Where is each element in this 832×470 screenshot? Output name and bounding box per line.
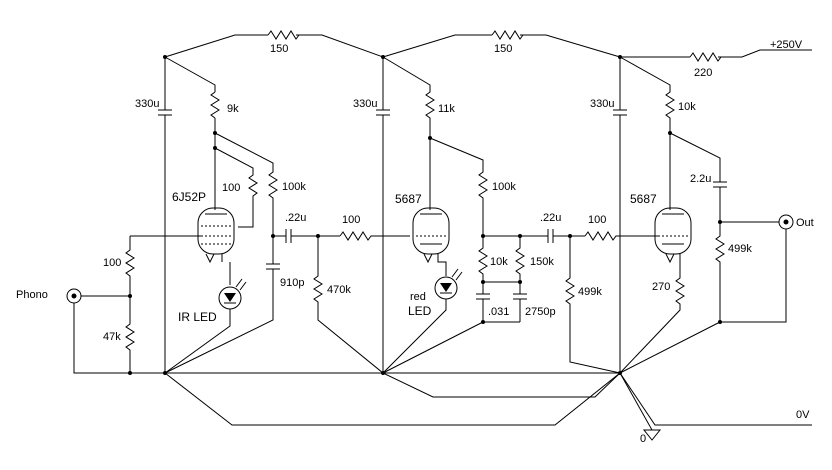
stage3-tube-label: 5687 <box>630 192 657 206</box>
stage2-riaa-r1-label: 10k <box>490 256 508 268</box>
stage1-input-resistor <box>125 236 135 298</box>
stage1-cap-910p <box>164 236 280 374</box>
stage1-tube <box>197 207 235 264</box>
stage1-feedback-resistor <box>214 147 258 228</box>
ground-symbol-label: 0 <box>640 433 646 445</box>
stage3-plate-r-label: 10k <box>678 101 696 113</box>
stage1-led-label: IR LED <box>178 310 217 324</box>
supply-label: +250V <box>770 39 803 51</box>
stage3-out-c-label: 2.2u <box>690 173 711 185</box>
stage3-plate-resistor <box>619 56 675 210</box>
stage3-grid-resistor <box>584 231 660 241</box>
stage3-decoupling-cap <box>613 57 627 375</box>
stage3-coupling-label: .22u <box>540 212 561 224</box>
stage3-grid-leak-label: 499k <box>578 286 602 298</box>
stage3-grid-leak <box>565 236 621 374</box>
stage2-plate-r-label: 11k <box>438 103 455 115</box>
stage1-shunt-resistor <box>125 296 135 373</box>
stage3-tube <box>654 207 692 270</box>
stage2-tube-label: 5687 <box>395 192 422 206</box>
series-r1-label: 150 <box>270 43 288 55</box>
output-jack[interactable] <box>720 214 794 323</box>
stage2-plate-resistor <box>382 56 435 210</box>
stage1-decoupling-cap <box>158 57 172 373</box>
stage2-decoupling-cap <box>376 57 390 375</box>
out-label: Out <box>796 217 814 229</box>
series-r3-label: 220 <box>694 67 712 79</box>
stage3-grid-label: 100 <box>588 214 606 226</box>
stage2-coupling-label: .22u <box>285 212 306 224</box>
stage3-cathode-label: 270 <box>652 281 670 293</box>
series-r2-label: 150 <box>494 43 512 55</box>
stage2-led <box>382 268 463 374</box>
stage3-decouple-label: 330u <box>590 98 614 110</box>
stage1-load-label: 100k <box>282 181 306 193</box>
stage2-decouple-label: 330u <box>353 98 377 110</box>
stage2-grid-label: 100 <box>342 214 360 226</box>
stage3-output-resistor <box>619 222 725 374</box>
stage1-tube-label: 6J52P <box>172 190 206 204</box>
stage3-out-r-label: 499k <box>728 243 752 255</box>
stage2-riaa-network <box>382 234 540 374</box>
stage2-grid-leak <box>313 236 384 374</box>
stage2-load-label: 100k <box>492 181 516 193</box>
stage1-plate-resistor <box>164 56 220 210</box>
phono-jack[interactable] <box>66 288 165 375</box>
stage1-led <box>164 262 247 374</box>
stage3-cathode-resistor <box>619 270 685 374</box>
ground-rail-label: 0V <box>796 409 810 421</box>
stage2-riaa-c2-label: 2750p <box>525 306 556 318</box>
stage2-tube <box>412 207 450 276</box>
stage2-coupling-cap <box>273 229 340 243</box>
stage1-fb-label: 100 <box>222 182 240 194</box>
ground-network <box>163 371 812 441</box>
stage2-riaa-c1-label: .031 <box>488 306 509 318</box>
stage2-load-resistor <box>429 137 488 236</box>
stage2-grid-resistor <box>339 231 410 241</box>
stage1-cap-label: 910p <box>280 277 304 289</box>
stage3-coupling-cap <box>540 229 585 243</box>
stage2-riaa-r2-label: 150k <box>530 256 554 268</box>
stage2-led-label-line1: red <box>410 291 426 303</box>
supply-rail <box>163 30 812 62</box>
stage1-input-r-label: 100 <box>103 257 121 269</box>
stage2-led-label-line2: LED <box>408 304 432 318</box>
stage2-grid-leak-label: 470k <box>327 284 351 296</box>
stage1-decouple-label: 330u <box>135 98 159 110</box>
phono-label: Phono <box>16 289 48 301</box>
stage1-plate-r-label: 9k <box>227 103 239 115</box>
stage1-shunt-label: 47k <box>103 331 121 343</box>
